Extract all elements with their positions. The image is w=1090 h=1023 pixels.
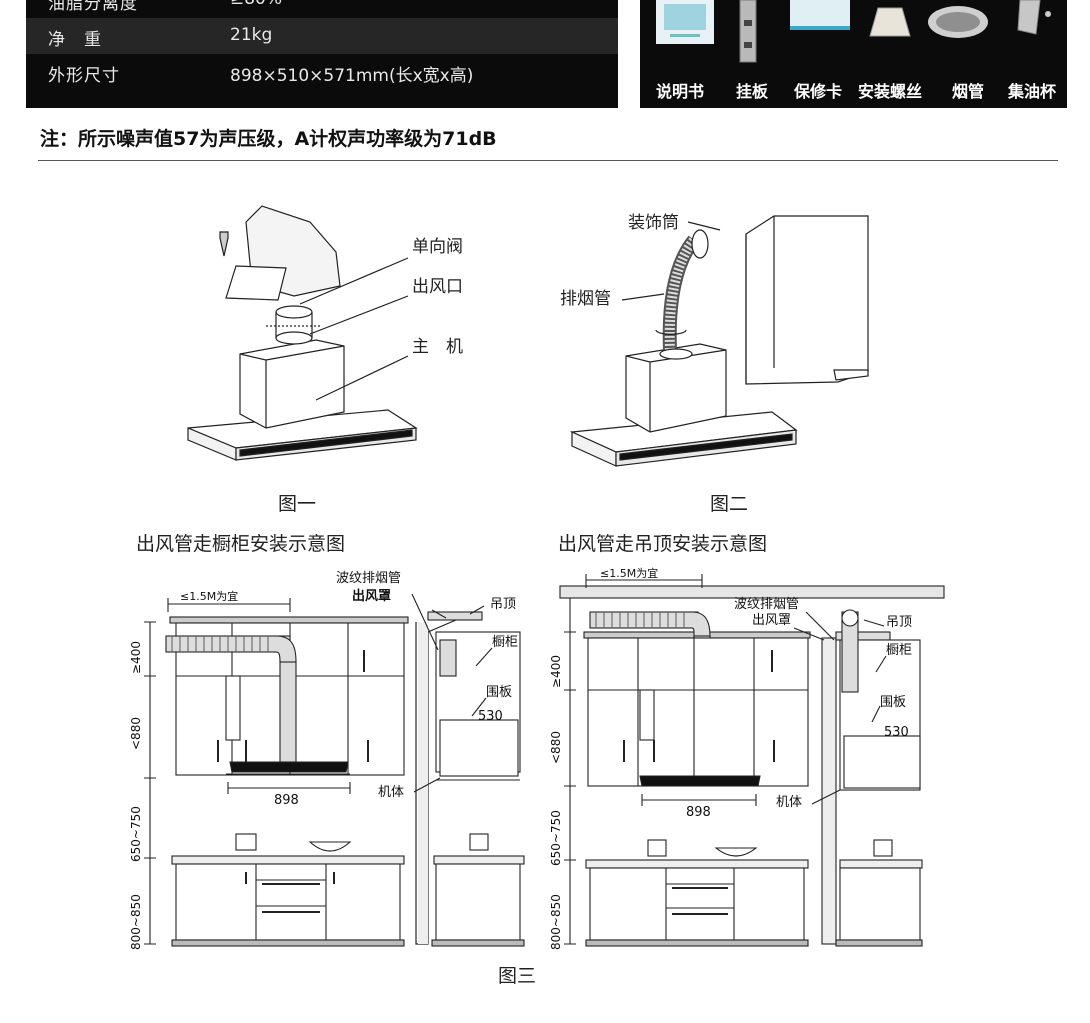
fig3-title-ceiling: 出风管走吊顶安装示意图 xyxy=(558,533,767,555)
fig3-right-width: 898 xyxy=(686,805,711,820)
fig3-right-depth: 530 xyxy=(884,725,909,740)
fig3-left-label-duct: 波纹排烟管 xyxy=(336,571,401,586)
fig3-left-dim-top: ≤1.5M为宜 xyxy=(180,589,238,603)
fig3-right-dim-650-750: 650~750 xyxy=(549,810,563,866)
mounting-plate-image xyxy=(739,0,757,63)
divider xyxy=(38,160,1058,161)
manual-image xyxy=(656,0,714,44)
fig3-left-dim-400: ≥400 xyxy=(129,641,143,674)
spec-value: ≥80% xyxy=(230,0,282,9)
spec-table: 油脂分离度 ≥80% 净 重 21kg 外形尺寸 898×510×571mm(长… xyxy=(26,0,618,108)
fig2-label-exhaust-pipe: 排烟管 xyxy=(560,289,611,309)
fig3-left-label-cabinet: 橱柜 xyxy=(492,635,518,650)
fig2-caption: 图二 xyxy=(710,493,748,515)
accessories-panel: 说明书 挂板 保修卡 安装螺丝 烟管 集油杯 xyxy=(640,0,1067,108)
fig3-left-label-panel: 围板 xyxy=(486,685,512,700)
accessory-label: 挂板 xyxy=(736,82,769,101)
figure-3-right xyxy=(559,574,945,947)
spec-row-dimensions: 外形尺寸 898×510×571mm(长x宽x高) xyxy=(26,54,618,90)
fig3-right-dim-880: <880 xyxy=(549,731,563,764)
fig3-left-dim-880: <880 xyxy=(129,717,143,750)
fig2-label-cover: 装饰筒 xyxy=(628,213,679,233)
figure-3-left xyxy=(144,593,525,947)
accessory-label: 集油杯 xyxy=(1008,82,1057,101)
fig3-right-label-cabinet: 橱柜 xyxy=(886,643,912,658)
accessory-label: 安装螺丝 xyxy=(858,82,923,101)
spec-label: 净 重 xyxy=(48,30,102,50)
oil-cup-image xyxy=(1017,0,1051,35)
spec-row-weight: 净 重 21kg xyxy=(26,18,618,54)
fig3-left-label-hood-cover: 出风罩 xyxy=(352,588,391,604)
fig3-right-label-panel: 围板 xyxy=(880,695,906,710)
figure-1 xyxy=(187,205,418,461)
fig3-right-label-duct: 波纹排烟管 xyxy=(734,597,799,612)
spec-value: 898×510×571mm(长x宽x高) xyxy=(230,66,474,86)
fig3-right-label-body: 机体 xyxy=(776,795,802,810)
duct-image xyxy=(928,6,988,38)
spec-row-partial: 油脂分离度 ≥80% xyxy=(26,0,618,18)
fig3-title-cabinet: 出风管走橱柜安装示意图 xyxy=(136,533,345,555)
fig3-right-label-ceiling: 吊顶 xyxy=(886,615,912,630)
fig3-left-dim-800-850: 800~850 xyxy=(129,894,143,950)
fig3-left-dim-650-750: 650~750 xyxy=(129,806,143,862)
fig3-right-dim-800-850: 800~850 xyxy=(549,894,563,950)
accessory-label: 保修卡 xyxy=(794,82,843,101)
noise-note: 注：所示噪声值57为声压级，A计权声功率级为71dB xyxy=(40,128,497,150)
spec-value: 21kg xyxy=(230,25,273,45)
fig3-right-dim-top: ≤1.5M为宜 xyxy=(600,566,658,580)
fig3-left-label-ceiling: 吊顶 xyxy=(490,597,516,612)
screws-image xyxy=(869,7,911,37)
fig1-label-main-unit: 主 机 xyxy=(412,337,463,357)
accessory-images xyxy=(656,0,1051,63)
accessory-label: 烟管 xyxy=(952,82,985,101)
warranty-card-image xyxy=(790,0,850,30)
fig3-left-depth: 530 xyxy=(478,709,503,724)
fig1-label-outlet: 出风口 xyxy=(412,277,463,297)
spec-label: 外形尺寸 xyxy=(48,66,120,86)
figure-2 xyxy=(569,215,869,467)
accessory-label: 说明书 xyxy=(656,82,705,101)
spec-label: 油脂分离度 xyxy=(48,0,138,14)
fig3-caption: 图三 xyxy=(498,965,536,987)
fig1-label-check-valve: 单向阀 xyxy=(412,237,463,257)
fig3-right-dim-400: ≥400 xyxy=(549,655,563,688)
fig1-caption: 图一 xyxy=(278,493,316,515)
fig3-left-width: 898 xyxy=(274,793,299,808)
fig3-right-label-hood-cover: 出风罩 xyxy=(752,613,791,628)
fig3-left-label-body: 机体 xyxy=(378,785,404,800)
